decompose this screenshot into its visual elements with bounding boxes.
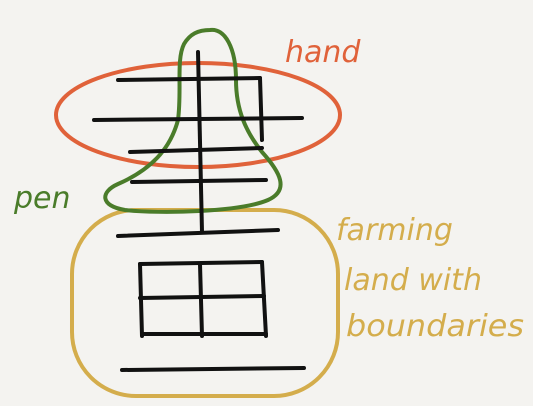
hand-label: hand: [285, 35, 361, 70]
stroke-field-right: [260, 260, 268, 338]
stroke-lower-horizontal: [128, 146, 264, 154]
stroke-field-center: [198, 262, 204, 338]
pen-label: pen: [13, 181, 71, 216]
pen-outline: [103, 27, 283, 214]
stroke-base-horizontal: [116, 228, 280, 238]
stroke-field-left: [138, 262, 144, 338]
character-strokes: [92, 50, 306, 372]
stroke-right-upper-vertical: [258, 76, 264, 142]
field-label-line2: land with: [344, 263, 482, 298]
stroke-final-horizontal: [120, 366, 306, 372]
stroke-central-vertical: [196, 50, 204, 234]
field-label-line1: farming: [336, 213, 453, 248]
stroke-top-horizontal: [116, 76, 262, 82]
field-label-line3: boundaries: [346, 309, 524, 344]
